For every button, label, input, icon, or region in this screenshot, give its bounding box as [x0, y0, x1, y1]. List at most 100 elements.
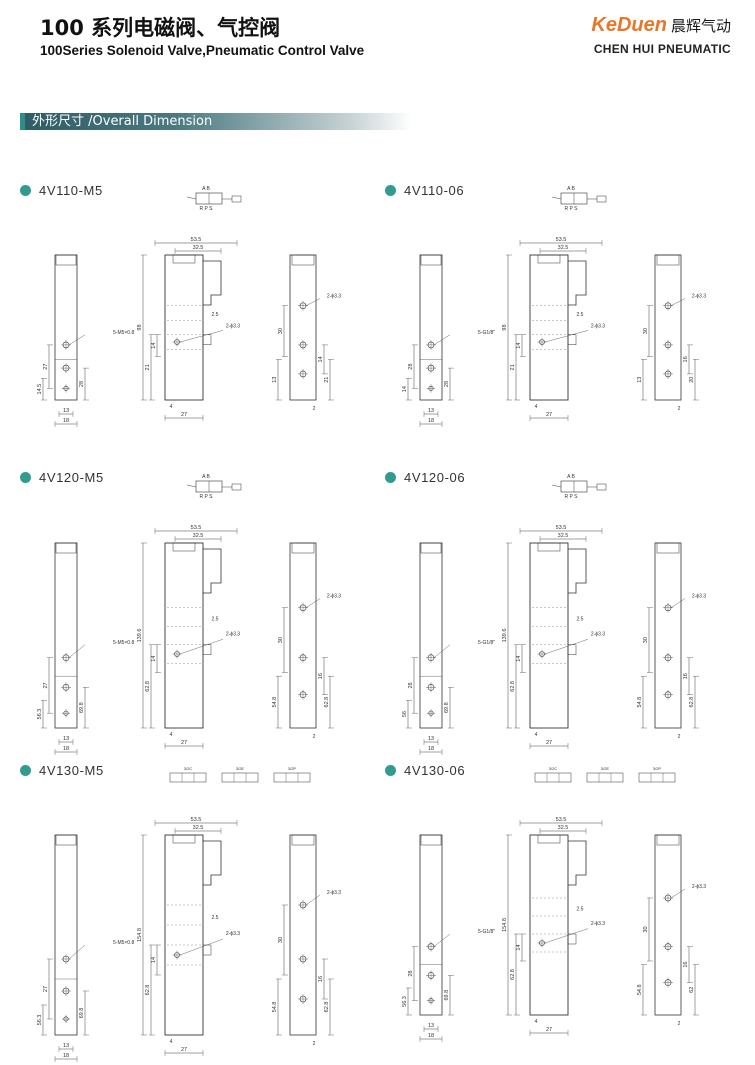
- hole-label: 2-ϕ3.3: [692, 884, 706, 890]
- dimension-label: 53.5: [191, 237, 202, 243]
- dimension-label: 2.5: [577, 907, 584, 913]
- dimension-label: 53.5: [191, 525, 202, 531]
- dimension-label: 32.5: [193, 533, 204, 539]
- leader-line: [68, 944, 86, 960]
- symbol-actuator: [186, 484, 197, 488]
- dimension-label: 2.5: [212, 915, 219, 921]
- coil-connector: [203, 840, 222, 886]
- leader-line: [433, 334, 451, 346]
- dimension-label: 27: [43, 682, 49, 688]
- leader-line: [544, 639, 589, 655]
- dimension-label: 4: [170, 404, 173, 410]
- dimension-label: 53.5: [556, 817, 567, 823]
- manual-override: [202, 944, 212, 956]
- body-cap: [656, 834, 680, 846]
- model-name: 4V110-06: [404, 183, 465, 198]
- port-thread-label: 5-G1/8": [478, 640, 495, 646]
- dimension-label: 13: [63, 736, 69, 742]
- hole-label: 2-ϕ3.3: [591, 324, 605, 330]
- symbol-actuator: [186, 196, 197, 200]
- dimension-label: 14.5: [37, 384, 43, 395]
- dimension-label: 53.5: [556, 525, 567, 531]
- dimension-label: 54.8: [272, 697, 278, 708]
- dimension-label: 4: [535, 404, 538, 410]
- port-thread-label: 5-M5×0.8: [113, 330, 134, 336]
- symbol-actuator: [551, 484, 562, 488]
- valve-symbol: A B R P S: [186, 186, 242, 212]
- port-thread-label: 5-M5×0.8: [113, 940, 134, 946]
- model-name: 4V110-M5: [39, 183, 103, 198]
- body-outline: [289, 542, 317, 729]
- dimension-label: 14: [318, 356, 324, 362]
- coil-connector: [568, 840, 587, 886]
- symbol-port-label: A B: [567, 474, 575, 480]
- dimension-label: 21: [510, 364, 516, 370]
- symbol-box: [273, 772, 311, 783]
- hole-label: 2-ϕ3.3: [692, 294, 706, 300]
- body-outline: [419, 834, 443, 1016]
- dimension-label: 28: [79, 381, 85, 387]
- dimension-label: 13: [637, 377, 643, 383]
- dimension-label: 30: [643, 637, 649, 643]
- dimension-label: 53.5: [191, 817, 202, 823]
- dimension-label: 30: [643, 328, 649, 334]
- dimension-label: 27: [43, 986, 49, 992]
- coil-connector: [568, 260, 587, 306]
- dimension-label: 14: [151, 656, 157, 662]
- bullet-dot-icon: [385, 185, 396, 196]
- port-thread-label: 5-G1/8": [478, 330, 495, 336]
- dimension-label: 32.5: [558, 533, 569, 539]
- symbol-port-label: R P S: [200, 206, 214, 212]
- dimension-label: 2: [313, 734, 316, 740]
- leader-line: [305, 298, 321, 306]
- dimension-label: 27: [546, 1027, 552, 1033]
- dimension-label: 14: [516, 944, 522, 950]
- logo-brand-cn: 晨辉气动: [670, 17, 731, 35]
- dimension-label: 18: [428, 746, 434, 752]
- dimension-label: 62: [689, 987, 695, 993]
- dimension-label: 56.3: [402, 996, 408, 1007]
- symbol-box: [638, 772, 676, 783]
- valve-symbol: A BR P S: [186, 474, 242, 500]
- symbol-solenoid: [596, 483, 607, 491]
- body-outline: [164, 542, 204, 729]
- dimension-label: 62.8: [324, 1002, 330, 1013]
- body-cap: [656, 542, 680, 554]
- symbol-label: 3/2C: [184, 766, 193, 771]
- hole-label: 2-ϕ3.3: [591, 632, 605, 638]
- hole-label: 2-ϕ3.3: [226, 324, 240, 330]
- section-header-bar: 外形尺寸 /Overall Dimension: [20, 113, 412, 130]
- dimension-label: 54.8: [272, 1002, 278, 1013]
- manual-override: [202, 334, 212, 345]
- symbol-solenoid: [231, 483, 242, 491]
- leader-line: [179, 330, 224, 343]
- bullet-dot-icon: [20, 472, 31, 483]
- body-cap: [420, 542, 442, 554]
- leader-line: [670, 888, 686, 899]
- symbol-port-label: A B: [202, 474, 210, 480]
- dimension-label: 69.8: [444, 990, 450, 1001]
- dimension-label: 32.5: [558, 825, 569, 831]
- symbol-port-label: A B: [202, 186, 210, 192]
- valve-symbol: A BR P S: [551, 186, 607, 212]
- dimension-label: 16: [318, 976, 324, 982]
- leader-line: [670, 298, 686, 306]
- dimension-label: 16: [318, 673, 324, 679]
- symbol-label: 3/2E: [601, 766, 610, 771]
- dimension-label: 27: [181, 740, 187, 746]
- body-cap: [656, 254, 680, 266]
- body-cap: [537, 834, 561, 844]
- port-thread-label: 5-G1/8": [478, 929, 495, 935]
- dimension-label: 98: [137, 324, 143, 330]
- model-label-1: 4V110-06: [385, 183, 464, 198]
- dimension-label: 2: [313, 1041, 316, 1047]
- body-cap: [537, 542, 561, 552]
- logo-brand-text: KeDuen: [591, 14, 667, 36]
- dimension-label: 56.3: [37, 709, 43, 720]
